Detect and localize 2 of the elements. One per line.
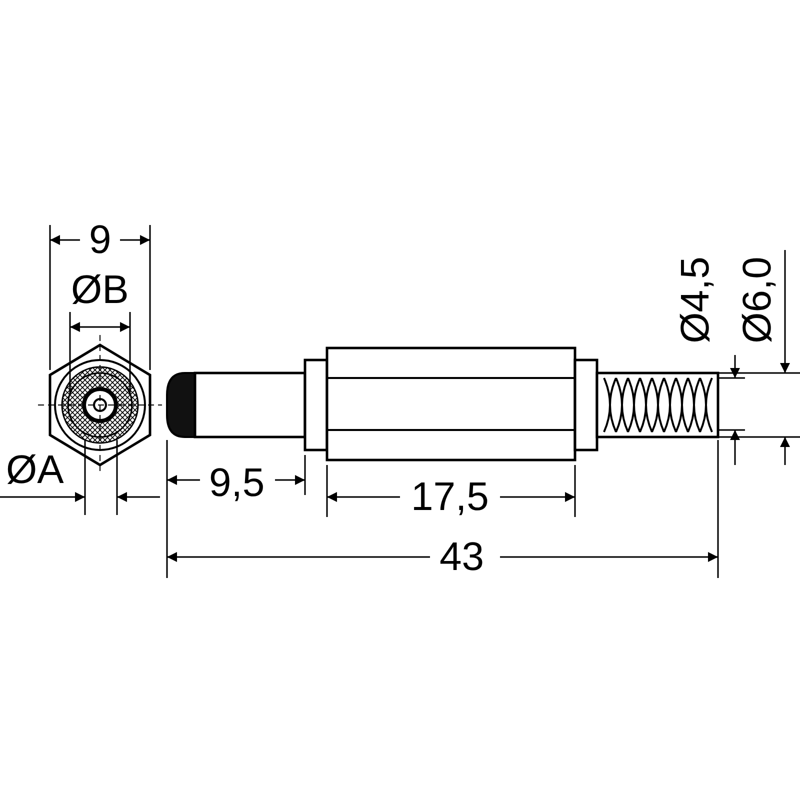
- dimension-label: Ø6,0: [736, 256, 777, 346]
- dimension-label: Ø4,5: [674, 256, 715, 346]
